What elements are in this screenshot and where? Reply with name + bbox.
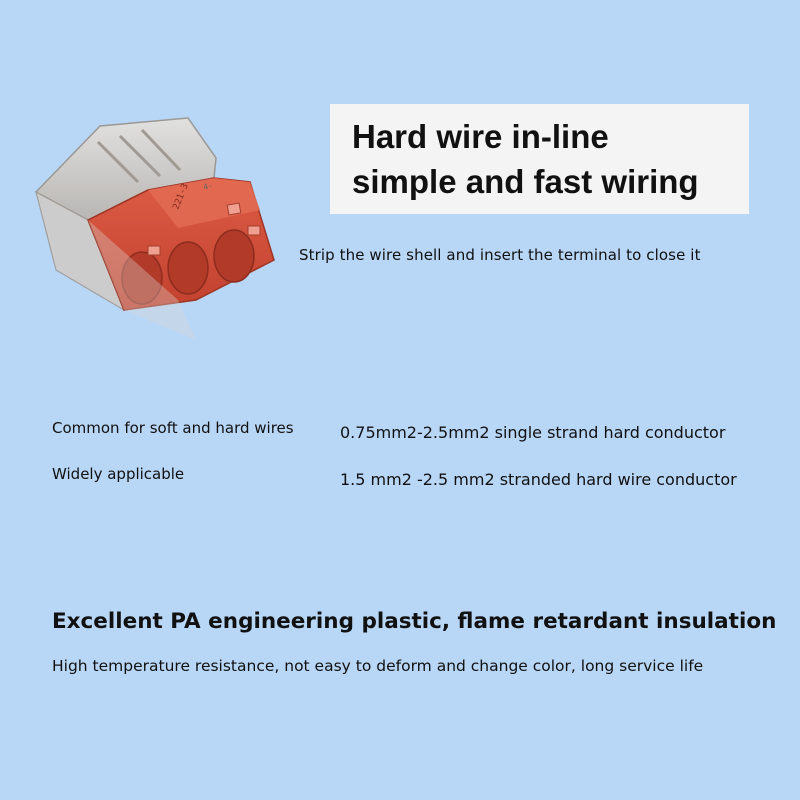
- spec-value-single-strand: 0.75mm2-2.5mm2 single strand hard conduc…: [340, 423, 726, 442]
- title-line-2: simple and fast wiring: [352, 163, 699, 200]
- svg-text:4-: 4-: [202, 181, 214, 192]
- strip-instruction: Strip the wire shell and insert the term…: [299, 246, 701, 264]
- material-description: High temperature resistance, not easy to…: [52, 657, 704, 675]
- material-heading: Excellent PA engineering plastic, flame …: [52, 609, 777, 634]
- spec-label-soft-hard: Common for soft and hard wires: [52, 419, 294, 437]
- wire-connector-image: 221-3 4-: [34, 117, 275, 340]
- spec-value-stranded: 1.5 mm2 -2.5 mm2 stranded hard wire cond…: [340, 470, 737, 489]
- title-line-1: Hard wire in-line: [352, 118, 609, 155]
- spec-label-widely-applicable: Widely applicable: [52, 465, 185, 483]
- title-box: Hard wire in-line simple and fast wiring: [330, 104, 749, 214]
